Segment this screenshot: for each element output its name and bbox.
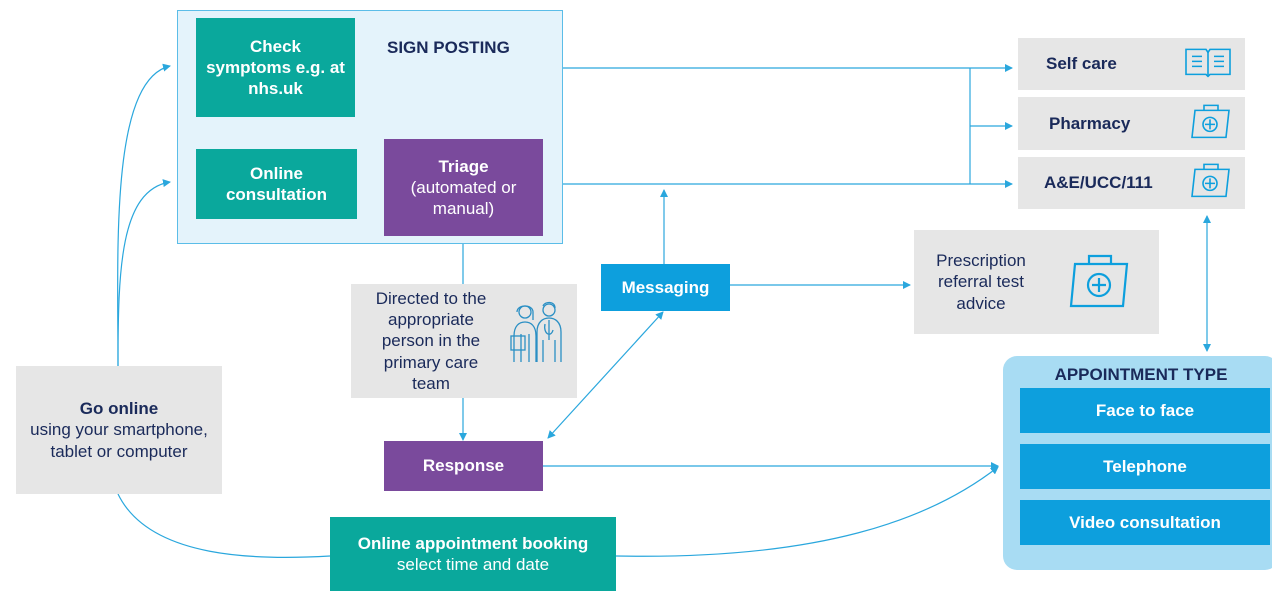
directed-box: Directed to the appropriate person in th…: [351, 284, 577, 398]
sign-posting-label: SIGN POSTING: [387, 38, 510, 57]
face-to-face-label: Face to face: [1095, 400, 1195, 420]
directed-text: Directed to the appropriate person in th…: [375, 288, 487, 393]
medical-bag-icon: [1189, 161, 1233, 204]
online-consultation-box: Online consultation: [196, 149, 357, 219]
response-box: Response: [384, 441, 543, 491]
check-symptoms-box: Check symptoms e.g. at nhs.uk: [196, 18, 355, 117]
appointment-face-to-face: Face to face: [1020, 388, 1270, 433]
medical-bag-icon: [1067, 252, 1133, 315]
pharmacy-label: Pharmacy: [1049, 113, 1131, 133]
line-booking-to-appointment: [615, 466, 999, 557]
self-care-label: Self care: [1046, 54, 1117, 74]
appointment-type-title: APPOINTMENT TYPE: [1054, 365, 1228, 384]
destination-pharmacy: Pharmacy: [1018, 97, 1245, 150]
triage-detail: (automated or manual): [410, 177, 517, 219]
triage-title: Triage: [438, 156, 489, 176]
response-text: Response: [422, 456, 505, 476]
go-online-detail: using your smartphone, tablet or compute…: [30, 420, 208, 461]
check-symptoms-text: Check symptoms e.g. at nhs.uk: [206, 36, 345, 99]
destination-self-care: Self care: [1018, 38, 1245, 90]
online-consultation-text: Online consultation: [225, 163, 328, 204]
ae-label: A&E/UCC/111: [1044, 173, 1153, 193]
telephone-label: Telephone: [1103, 456, 1187, 476]
line-response-messaging: [547, 311, 664, 439]
line-goonline-to-check: [117, 63, 171, 367]
messaging-box: Messaging: [601, 264, 730, 311]
messaging-text: Messaging: [621, 277, 710, 297]
prescription-box: Prescription referral test advice: [914, 230, 1159, 334]
medical-bag-icon: [1189, 102, 1233, 145]
go-online-title: Go online: [79, 399, 159, 419]
destination-ae-ucc-111: A&E/UCC/111: [1018, 157, 1245, 209]
open-book-icon: [1183, 45, 1233, 82]
appointment-telephone: Telephone: [1020, 444, 1270, 489]
prescription-text: Prescription referral test advice: [936, 251, 1026, 313]
appointment-video-consultation: Video consultation: [1020, 500, 1270, 545]
online-booking-title: Online appointment booking: [357, 533, 589, 553]
video-consultation-label: Video consultation: [1069, 512, 1221, 532]
online-booking-detail: select time and date: [396, 555, 550, 574]
triage-box: Triage (automated or manual): [384, 139, 543, 236]
line-goonline-to-consult: [117, 179, 171, 367]
line-goonline-to-booking: [117, 493, 331, 559]
online-booking-box: Online appointment booking select time a…: [330, 517, 616, 591]
care-team-people-icon: [505, 300, 567, 369]
go-online-box: Go online using your smartphone, tablet …: [16, 366, 222, 494]
